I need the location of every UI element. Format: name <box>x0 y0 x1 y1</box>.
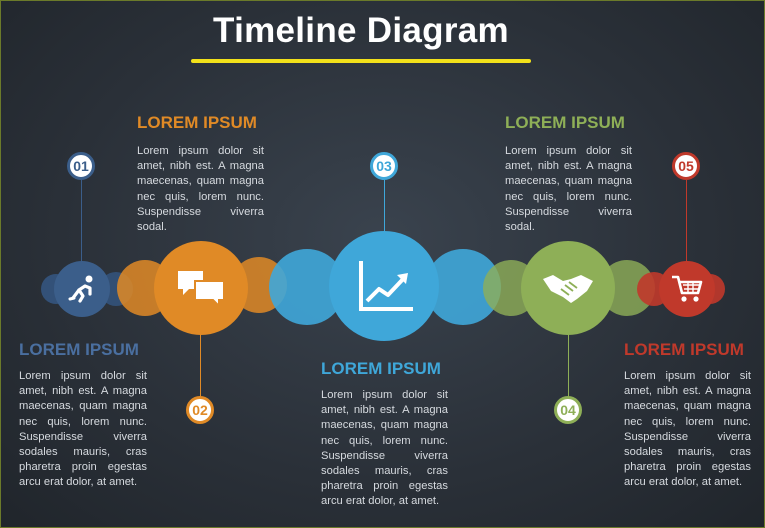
step-4-number: 04 <box>554 396 582 424</box>
shopping-cart-icon <box>672 275 703 302</box>
title-underline <box>191 59 531 63</box>
step-1-heading: LOREM IPSUM <box>19 340 139 359</box>
step-5-text: Lorem ipsum dolor sit amet, nibh est. A … <box>624 370 751 489</box>
step-1-connector <box>81 180 82 266</box>
step-4-heading: LOREM IPSUM <box>505 113 625 132</box>
step-3-heading: LOREM IPSUM <box>321 359 441 378</box>
step-2-connector <box>200 331 201 397</box>
chat-bubbles-icon <box>178 271 225 309</box>
running-person-icon <box>68 275 93 303</box>
step-1-number: 01 <box>67 152 95 180</box>
step-4-text: Lorem ipsum dolor sit amet, nibh est. A … <box>505 145 632 234</box>
step-2-text: Lorem ipsum dolor sit amet, nibh est. A … <box>137 145 264 234</box>
handshake-icon <box>543 275 593 303</box>
growth-chart-icon <box>359 261 413 311</box>
step-3-circle <box>329 231 439 341</box>
step-3-number: 03 <box>370 152 398 180</box>
step-5-number: 05 <box>672 152 700 180</box>
step-1-text: Lorem ipsum dolor sit amet, nibh est. A … <box>19 370 147 489</box>
step-4-connector <box>568 335 569 397</box>
step-3-connector <box>384 180 385 235</box>
page-title: Timeline Diagram <box>213 11 509 50</box>
step-5-connector <box>686 180 687 266</box>
step-2-heading: LOREM IPSUM <box>137 113 257 132</box>
step-3-text: Lorem ipsum dolor sit amet, nibh est. A … <box>321 389 448 508</box>
step-5-heading: LOREM IPSUM <box>624 340 744 359</box>
step-2-number: 02 <box>186 396 214 424</box>
